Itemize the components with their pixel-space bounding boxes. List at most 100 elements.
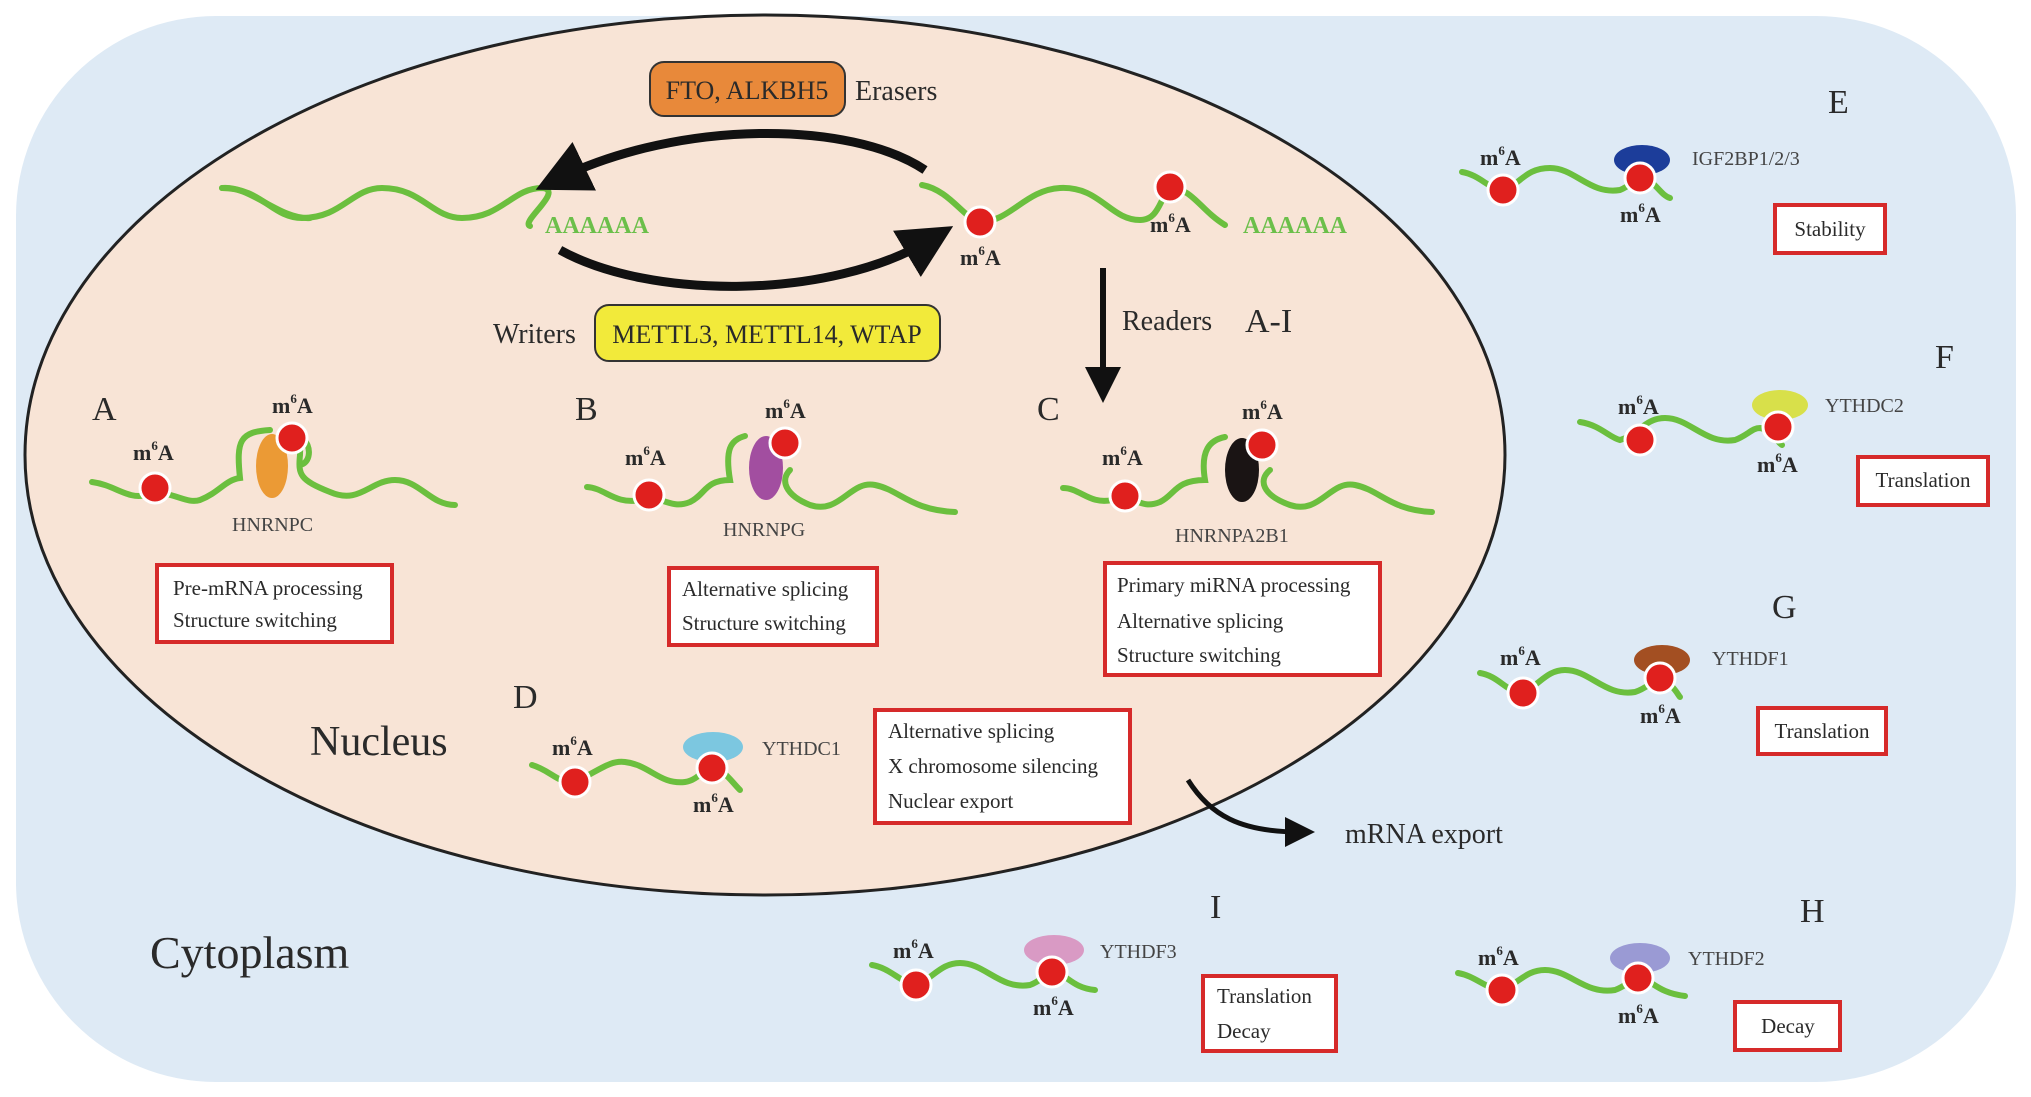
m6a-dot bbox=[1108, 479, 1142, 513]
cytoplasm-label: Cytoplasm bbox=[150, 927, 350, 978]
protein-label: HNRNPG bbox=[723, 519, 805, 541]
reader-e: E m6A m6A IGF2BP1/2/3 Stability bbox=[1459, 84, 1887, 255]
erasers-group: FTO, ALKBH5 Erasers bbox=[649, 61, 937, 117]
m6a-label: m6A bbox=[1478, 943, 1519, 970]
m6a-dot bbox=[632, 478, 666, 512]
function-item: Translation bbox=[1876, 468, 1971, 492]
eraser-proteins-box bbox=[649, 61, 846, 117]
m6a-dot bbox=[963, 205, 997, 239]
function-item: Stability bbox=[1794, 217, 1866, 241]
reader-letter: I bbox=[1210, 889, 1221, 926]
reader-c: C m6A m6A HNRNPA2B1 Primary miRNA proces… bbox=[1037, 391, 1435, 677]
m6a-dot bbox=[768, 426, 802, 460]
function-item: Structure switching bbox=[173, 608, 337, 632]
reader-letter: E bbox=[1828, 84, 1849, 121]
m6a-label: m6A bbox=[272, 391, 313, 418]
m6a-dot bbox=[1621, 961, 1655, 995]
ythdf2-protein bbox=[1610, 943, 1670, 973]
m6a-dot bbox=[1506, 676, 1540, 710]
reader-letter: H bbox=[1800, 893, 1825, 930]
ythdc2-protein bbox=[1752, 390, 1808, 420]
function-box bbox=[1856, 455, 1990, 507]
m6a-label: m6A bbox=[1480, 143, 1521, 170]
reader-d: D m6A m6A YTHDC1 Alternative splicing X … bbox=[513, 679, 1132, 825]
protein-label: HNRNPA2B1 bbox=[1175, 525, 1289, 547]
function-box bbox=[1733, 1000, 1842, 1052]
function-item: Structure switching bbox=[682, 611, 846, 635]
m6a-dot bbox=[1153, 170, 1187, 204]
writer-arrow bbox=[557, 226, 954, 291]
reader-f: F m6A m6A YTHDC2 Translation bbox=[1577, 339, 1990, 507]
m6a-label: m6A bbox=[893, 936, 934, 963]
m6a-label: m6A bbox=[1150, 210, 1191, 237]
function-item: Primary miRNA processing bbox=[1117, 573, 1351, 597]
writers-group: Writers METTL3, METTL14, WTAP bbox=[493, 304, 941, 362]
reader-a: A m6A m6A HNRNPC Pre-mRNA processing Str… bbox=[89, 391, 458, 644]
protein-label: YTHDF2 bbox=[1688, 948, 1765, 970]
function-box bbox=[1756, 706, 1888, 756]
protein-label: IGF2BP1/2/3 bbox=[1692, 148, 1800, 170]
writer-proteins-box bbox=[594, 304, 941, 362]
m6a-label: m6A bbox=[765, 396, 806, 423]
eraser-proteins-text: FTO, ALKBH5 bbox=[666, 76, 829, 105]
reader-letter: G bbox=[1772, 589, 1797, 626]
reader-b: B m6A m6A HNRNPG Alternative splicing St… bbox=[575, 391, 958, 647]
m6a-label: m6A bbox=[1242, 397, 1283, 424]
function-item: Alternative splicing bbox=[1117, 609, 1284, 633]
m6a-label: m6A bbox=[1102, 443, 1143, 470]
modified-rna: m6A m6A AAAAAA bbox=[919, 170, 1348, 270]
polyA-tail-left: AAAAAA bbox=[545, 213, 650, 239]
nucleus-label: Nucleus bbox=[310, 719, 448, 765]
function-box bbox=[1103, 561, 1382, 677]
mrna-export-label: mRNA export bbox=[1345, 819, 1503, 850]
m6a-dot bbox=[695, 751, 729, 785]
m6a-label: m6A bbox=[1757, 450, 1798, 477]
m6a-label: m6A bbox=[693, 790, 734, 817]
hnrnpc-protein bbox=[256, 434, 288, 498]
unmodified-rna-tail bbox=[219, 184, 313, 222]
ythdc1-protein bbox=[683, 732, 743, 762]
m6a-dot bbox=[1486, 173, 1520, 207]
m6a-dot bbox=[1245, 428, 1279, 462]
readers-label: Readers bbox=[1122, 306, 1212, 337]
function-box bbox=[1201, 974, 1338, 1053]
m6a-label: m6A bbox=[1640, 701, 1681, 728]
writers-label: Writers bbox=[493, 319, 576, 350]
m6a-label: m6A bbox=[625, 443, 666, 470]
function-box bbox=[667, 566, 879, 647]
m6a-label: m6A bbox=[1620, 200, 1661, 227]
function-item: Translation bbox=[1217, 984, 1312, 1008]
protein-label: YTHDC1 bbox=[762, 738, 841, 760]
function-box bbox=[873, 708, 1132, 825]
function-item: Alternative splicing bbox=[682, 577, 849, 601]
m6a-label: m6A bbox=[1033, 993, 1074, 1020]
m6a-label: m6A bbox=[133, 438, 174, 465]
eraser-arrow bbox=[535, 129, 928, 191]
function-item: X chromosome silencing bbox=[888, 754, 1098, 778]
reader-i: I m6A m6A YTHDF3 Translation Decay bbox=[869, 889, 1338, 1053]
protein-label: HNRNPC bbox=[232, 514, 313, 536]
reader-g: G m6A m6A YTHDF1 Translation bbox=[1477, 589, 1888, 756]
reader-letter: F bbox=[1935, 339, 1954, 376]
function-item: Decay bbox=[1217, 1019, 1271, 1043]
m6a-dot bbox=[138, 471, 172, 505]
m6a-dot bbox=[1643, 661, 1677, 695]
reader-letter: C bbox=[1037, 391, 1060, 428]
reader-letter: B bbox=[575, 391, 598, 428]
m6a-label: m6A bbox=[1618, 1001, 1659, 1028]
function-box bbox=[1773, 203, 1887, 255]
protein-label: YTHDF3 bbox=[1100, 941, 1177, 963]
m6a-label: m6A bbox=[960, 243, 1001, 270]
m6a-dot bbox=[558, 765, 592, 799]
m6a-label: m6A bbox=[1618, 392, 1659, 419]
protein-label: YTHDF1 bbox=[1712, 648, 1789, 670]
polyA-tail-right: AAAAAA bbox=[1243, 213, 1348, 239]
function-item: Decay bbox=[1761, 1014, 1815, 1038]
mrna-export-arrow bbox=[1185, 778, 1315, 847]
erasers-label: Erasers bbox=[855, 76, 937, 107]
m6a-dot bbox=[275, 421, 309, 455]
function-box bbox=[155, 563, 394, 644]
readers-range: A-I bbox=[1245, 303, 1292, 340]
reader-letter: D bbox=[513, 679, 538, 716]
